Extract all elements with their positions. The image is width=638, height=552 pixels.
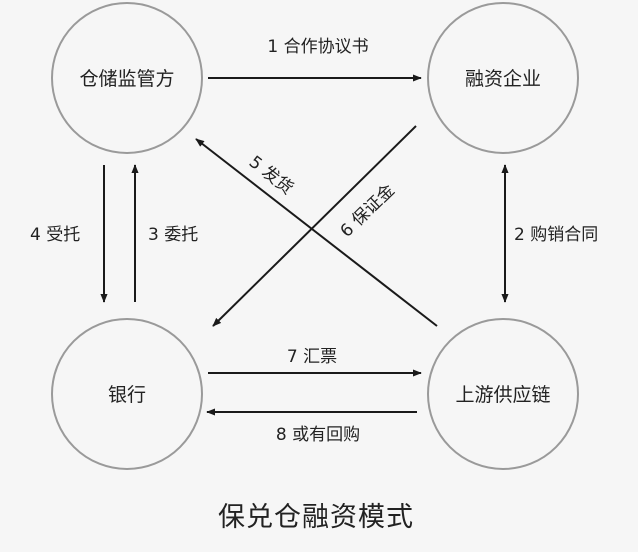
edge-3-label: 3 委托	[148, 225, 198, 245]
edge-8-label: 8 或有回购	[276, 425, 360, 445]
edge-4-label: 4 受托	[30, 225, 80, 245]
edge-6-arrow	[212, 125, 417, 327]
edge-6-label: 6 保证金	[337, 181, 399, 242]
edge-5-arrow	[195, 138, 438, 327]
diagram-title: 保兑仓融资模式	[218, 502, 414, 533]
edge-2-label: 2 购销合同	[514, 225, 598, 245]
node-supplier-label: 上游供应链	[455, 384, 550, 406]
node-enterprise-label: 融资企业	[465, 68, 541, 90]
node-warehouse-label: 仓储监管方	[79, 68, 174, 90]
node-bank-label: 银行	[108, 384, 146, 406]
node-warehouse: 仓储监管方	[51, 2, 203, 154]
edge-5-label: 5 发货	[245, 152, 297, 199]
edge-7-label: 7 汇票	[287, 347, 337, 367]
node-bank: 银行	[51, 318, 203, 470]
node-supplier: 上游供应链	[427, 318, 579, 470]
edge-1-label: 1 合作协议书	[267, 37, 368, 57]
node-enterprise: 融资企业	[427, 2, 579, 154]
